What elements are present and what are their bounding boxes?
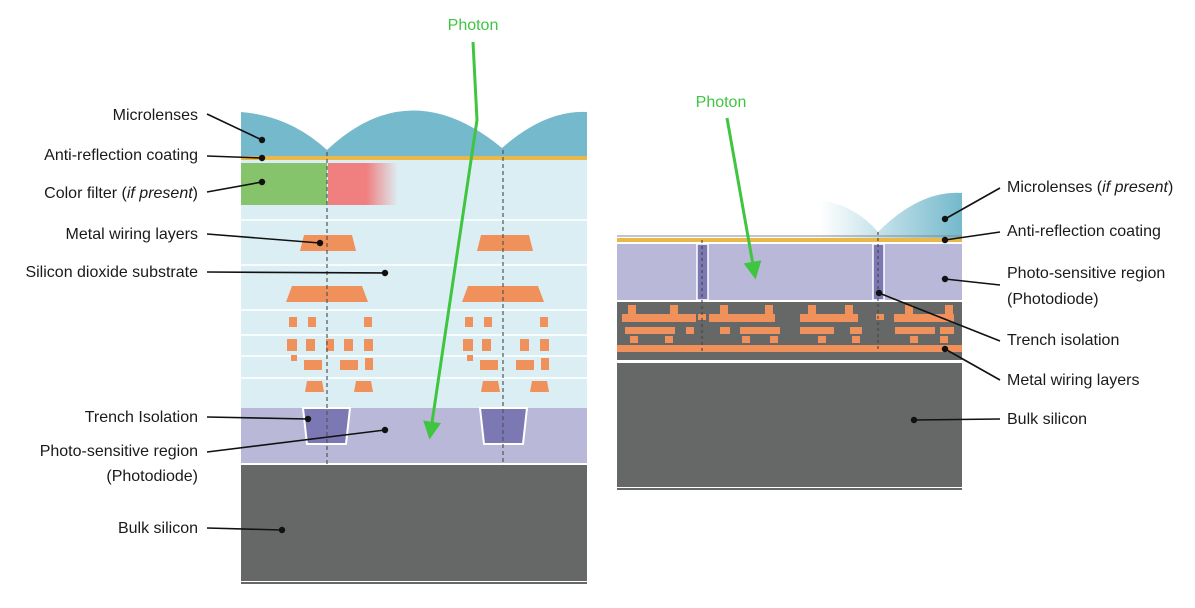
metal-wiring-traces-right [617, 305, 962, 352]
microlens-shapes-right [820, 192, 962, 238]
label-trench-isolation-right: Trench isolation [1007, 332, 1119, 349]
label-photo-sensitive-line1: Photo-sensitive region [40, 443, 198, 460]
label-metal-wiring-right: Metal wiring layers [1007, 372, 1139, 389]
left-sensor-diagram: Photon Microlenses Anti-reflection coati… [25, 17, 587, 584]
oxide-layer-lines [241, 219, 587, 379]
label-microlenses: Microlenses [113, 107, 198, 124]
label-color-filter: Color filter (if present) [44, 185, 198, 202]
anti-reflection-coating [241, 156, 587, 160]
photodiode-region [241, 408, 587, 464]
photon-ray-left [423, 41, 479, 440]
label-anti-reflection: Anti-reflection coating [44, 147, 198, 164]
label-metal-wiring: Metal wiring layers [66, 226, 198, 243]
microlens-shapes [241, 110, 587, 157]
label-bulk-silicon: Bulk silicon [118, 520, 198, 537]
photodiode-region-right [617, 244, 962, 301]
red-color-filter [328, 163, 398, 205]
label-trench-isolation: Trench Isolation [85, 409, 198, 426]
label-bulk-silicon-right: Bulk silicon [1007, 411, 1087, 428]
label-photo-sensitive-right-line2: (Photodiode) [1007, 291, 1099, 308]
pixel-boundary-lines [326, 150, 504, 466]
label-anti-reflection-right: Anti-reflection coating [1007, 223, 1161, 240]
right-sensor-diagram: Photon Microlenses (if present) Anti-ref… [617, 94, 1173, 490]
label-photo-sensitive-right-line1: Photo-sensitive region [1007, 265, 1165, 282]
bulk-silicon-layer-right [617, 363, 962, 487]
metal-wiring-stack-right [462, 235, 549, 392]
label-silicon-dioxide: Silicon dioxide substrate [25, 264, 198, 281]
photon-label-left: Photon [448, 17, 499, 34]
photon-ray-right [725, 117, 762, 280]
anti-reflection-coating-right [617, 238, 962, 242]
label-microlenses-right: Microlenses (if present) [1007, 179, 1173, 196]
bulk-silicon-layer [241, 465, 587, 581]
photon-label-right: Photon [696, 94, 747, 111]
label-photo-sensitive-line2: (Photodiode) [106, 468, 198, 485]
